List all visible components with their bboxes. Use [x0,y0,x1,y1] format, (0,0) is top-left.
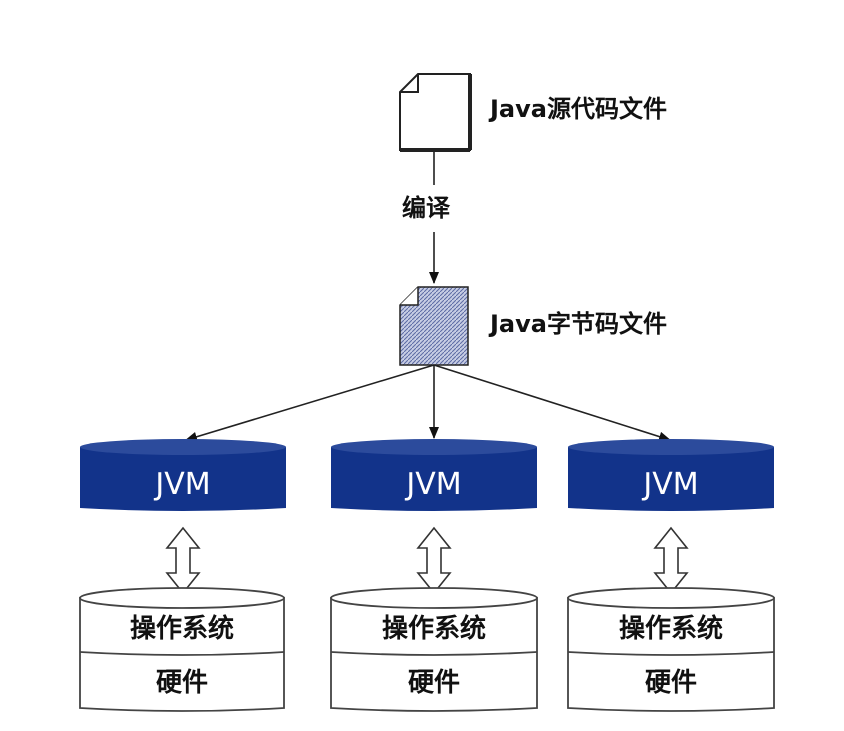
hardware-label: 硬件 [408,668,460,698]
os-hardware-stack: 操作系统 硬件 [79,587,285,712]
platform-1: JVM 操作系统 硬件 [79,439,286,712]
double-arrow-icon [416,526,452,595]
jvm-label: JVM [641,467,698,502]
hardware-label: 硬件 [645,668,697,698]
platform-3: JVM 操作系统 硬件 [567,439,775,712]
jvm-cylinder: JVM [331,439,537,511]
jvm-label: JVM [404,467,461,502]
jvm-cylinder: JVM [80,439,286,511]
compile-label: 编译 [402,194,451,222]
platform-2: JVM 操作系统 硬件 [330,439,538,712]
os-label: 操作系统 [619,613,723,644]
arrow-to-jvm-3 [433,364,671,442]
os-label: 操作系统 [130,613,234,644]
arrow-to-jvm-1 [185,364,435,442]
hardware-label: 硬件 [156,668,208,698]
os-label: 操作系统 [382,613,486,644]
source-file-label: Java源代码文件 [488,95,667,123]
os-hardware-stack: 操作系统 硬件 [567,587,775,712]
bytecode-file-label: Java字节码文件 [488,310,667,338]
jvm-cylinder: JVM [568,439,774,511]
os-hardware-stack: 操作系统 硬件 [330,587,538,712]
bytecode-file-icon [399,286,469,366]
double-arrow-icon [653,526,689,595]
jvm-label: JVM [153,467,210,502]
double-arrow-icon [165,526,201,595]
source-file-icon [399,73,472,152]
